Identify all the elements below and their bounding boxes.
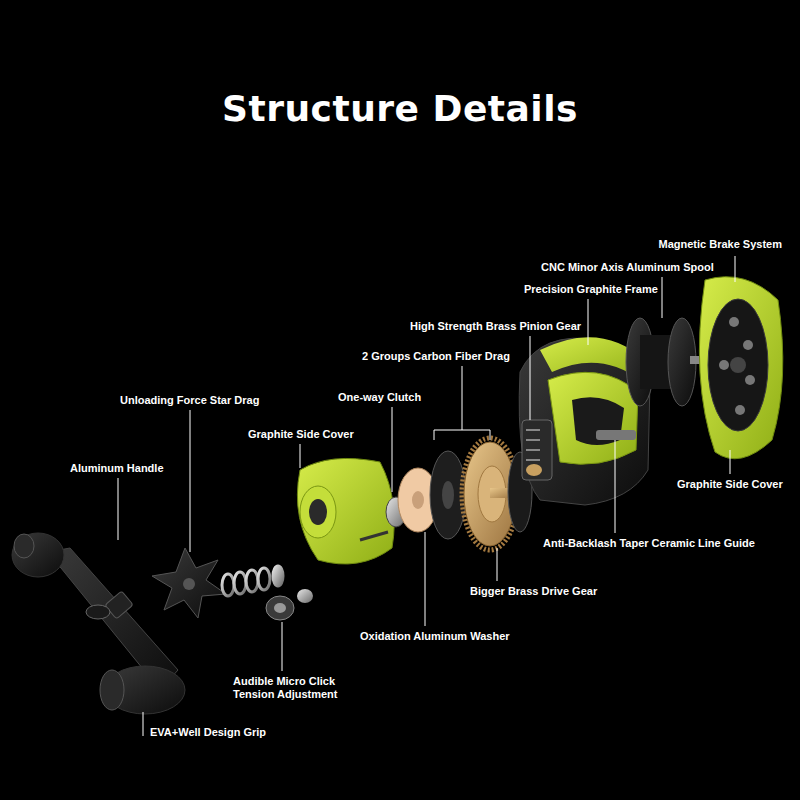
part-label: Oxidation Aluminum Washer <box>360 630 510 643</box>
leader-lines <box>118 256 735 736</box>
drag-washer <box>430 451 466 539</box>
star-drag <box>152 548 226 618</box>
part-label: Bigger Brass Drive Gear <box>470 585 597 598</box>
part-label: Anti-Backlash Taper Ceramic Line Guide <box>543 537 755 550</box>
part-label: 2 Groups Carbon Fiber Drag <box>362 350 510 363</box>
part-label: Magnetic Brake System <box>659 238 783 251</box>
washers <box>222 566 283 596</box>
click-knob <box>266 589 313 620</box>
part-label: Graphite Side Cover <box>248 428 354 441</box>
part-label: Graphite Side Cover <box>677 478 783 491</box>
part-label: Aluminum Handle <box>70 462 164 475</box>
part-label: Unloading Force Star Drag <box>120 394 259 407</box>
part-label: CNC Minor Axis Aluminum Spool <box>541 261 714 274</box>
left-side-cover <box>297 458 394 564</box>
right-side-cover <box>699 277 782 459</box>
part-label: High Strength Brass Pinion Gear <box>410 320 581 333</box>
part-label: EVA+Well Design Grip <box>150 726 266 739</box>
page-title: Structure Details <box>0 88 800 129</box>
part-label: Audible Micro Click Tension Adjustment <box>233 675 351 701</box>
handle <box>12 533 185 714</box>
part-label: Precision Graphite Frame <box>524 283 658 296</box>
spool <box>626 318 706 406</box>
part-label: One-way Clutch <box>338 391 421 404</box>
